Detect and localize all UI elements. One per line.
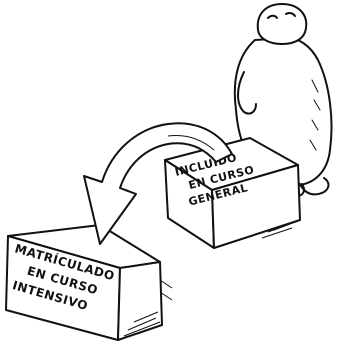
cartoon-illustration: INCLUIDO EN CURSO GENERAL MATRÍCULADO EN… [0,0,339,351]
illustration-canvas: INCLUIDO EN CURSO GENERAL MATRÍCULADO EN… [0,0,339,351]
